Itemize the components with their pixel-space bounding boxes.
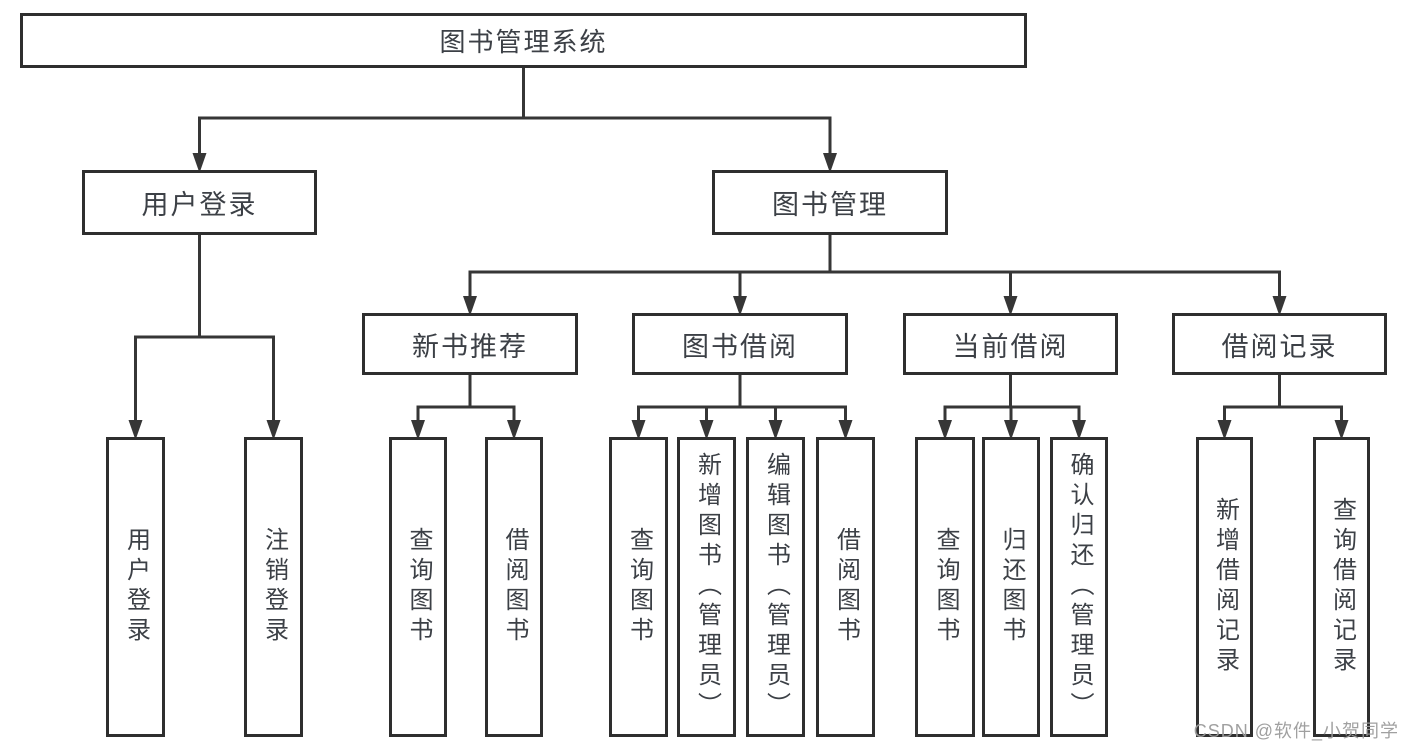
node-bb-add-book: 新增图书（管理员） — [677, 437, 736, 737]
node-book-borrow: 图书借阅 — [632, 313, 848, 375]
node-book-mgmt: 图书管理 — [712, 170, 948, 235]
node-br-query-record: 查询借阅记录 — [1313, 437, 1370, 737]
node-label: 新书推荐 — [412, 331, 528, 362]
node-label: 新增图书（管理员） — [693, 452, 721, 722]
node-label: 归还图书 — [998, 527, 1025, 647]
node-cb-confirm-return: 确认归还（管理员） — [1050, 437, 1108, 737]
node-bb-query-book: 查询图书 — [609, 437, 668, 737]
node-cb-return-book: 归还图书 — [982, 437, 1040, 737]
node-label: 查询图书 — [405, 527, 432, 647]
node-cb-query-book: 查询图书 — [915, 437, 975, 737]
node-label: 查询图书 — [932, 527, 959, 647]
node-user-login-group: 用户登录 — [82, 170, 317, 235]
node-label: 当前借阅 — [952, 331, 1069, 362]
node-user-login: 用户登录 — [106, 437, 165, 737]
node-bb-borrow-book: 借阅图书 — [816, 437, 875, 737]
node-label: 图书管理系统 — [439, 27, 608, 57]
node-label: 图书管理 — [772, 190, 888, 220]
node-label: 借阅图书 — [501, 527, 528, 647]
node-new-book-rec: 新书推荐 — [362, 313, 578, 375]
node-label: 借阅记录 — [1221, 331, 1338, 362]
node-logout: 注销登录 — [244, 437, 303, 737]
watermark: CSDN @软件_小贺同学 — [1193, 721, 1399, 741]
node-borrow-records: 借阅记录 — [1172, 313, 1387, 375]
node-label: 用户登录 — [122, 527, 150, 647]
node-rec-query-book: 查询图书 — [389, 437, 447, 737]
node-label: 新增借阅记录 — [1211, 497, 1239, 677]
node-label: 用户登录 — [141, 190, 258, 220]
node-label: 注销登录 — [260, 527, 288, 647]
node-label: 编辑图书（管理员） — [762, 452, 790, 722]
node-bb-edit-book: 编辑图书（管理员） — [746, 437, 805, 737]
node-label: 图书借阅 — [682, 331, 798, 362]
node-label: 查询借阅记录 — [1328, 497, 1356, 677]
node-rec-borrow-book: 借阅图书 — [485, 437, 543, 737]
node-current-borrow: 当前借阅 — [903, 313, 1118, 375]
node-label: 查询图书 — [625, 527, 653, 647]
node-br-add-record: 新增借阅记录 — [1196, 437, 1253, 737]
node-root: 图书管理系统 — [20, 13, 1027, 68]
node-label: 借阅图书 — [832, 527, 860, 647]
node-label: 确认归还（管理员） — [1066, 452, 1093, 722]
